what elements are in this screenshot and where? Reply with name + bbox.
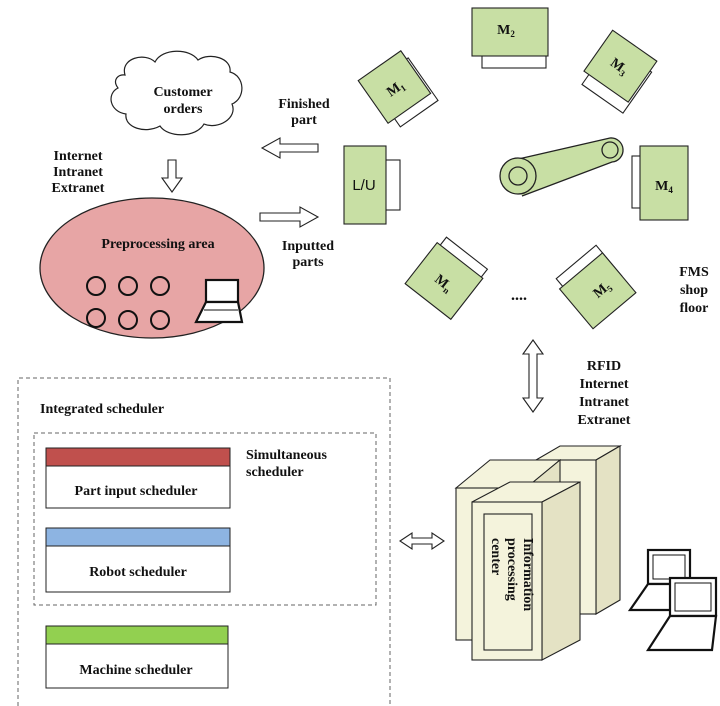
finished-part-line2: part (291, 113, 317, 128)
part-circle (150, 276, 170, 296)
machine-m3-label: M3 (607, 56, 631, 80)
simultaneous-scheduler-line1: Simultaneous (246, 448, 327, 463)
inputted-parts-group: Inputted parts (259, 206, 334, 270)
inputted-parts-line1: Inputted (282, 239, 334, 254)
inputted-parts-line2: parts (292, 255, 324, 270)
network-bottom-extranet: Extranet (578, 413, 631, 428)
finished-part-line1: Finished (278, 97, 330, 112)
network-top-intranet: Intranet (53, 165, 103, 180)
machine-m5: M5 (555, 244, 637, 330)
machine-m5-label: M5 (591, 278, 615, 302)
customer-orders-label-line1: Customer (153, 85, 212, 100)
part-circle (118, 310, 138, 330)
fms-line1: FMS (679, 265, 709, 280)
integrated-scheduler-panel: Integrated scheduler Simultaneous schedu… (17, 377, 391, 706)
machines-ellipsis: .... (511, 287, 527, 304)
network-top-labels: Internet Intranet Extranet (52, 149, 105, 196)
preprocessing-area: Preprocessing area (39, 197, 265, 339)
preprocessing-parts (86, 276, 170, 330)
network-bottom-internet: Internet (580, 377, 629, 392)
part-input-scheduler: Part input scheduler (45, 447, 231, 509)
machine-mn: Mn (404, 236, 489, 321)
part-circle (86, 276, 106, 296)
down-arrow (160, 159, 184, 193)
part-circle (118, 276, 138, 296)
robot-icon (499, 137, 624, 197)
network-bottom-intranet: Intranet (579, 395, 629, 410)
robot-scheduler-label: Robot scheduler (89, 565, 187, 580)
machine-m4-label: M4 (655, 179, 673, 195)
finished-part-arrow (260, 137, 319, 159)
customer-orders-cloud: Customer orders (110, 50, 243, 136)
information-processing-center (454, 445, 623, 661)
info-center-line3: center (488, 538, 503, 575)
network-bottom-labels: RFID Internet Intranet Extranet (578, 359, 631, 428)
part-circle (86, 308, 106, 328)
info-center-line2: processing (504, 538, 519, 601)
load-unload-station: L/U (343, 145, 401, 225)
fms-line2: shop (680, 283, 708, 298)
robot-scheduler: Robot scheduler (45, 527, 231, 593)
machine-scheduler-label: Machine scheduler (79, 663, 192, 678)
finished-part-group: Finished part (260, 97, 330, 159)
laptop-icon (194, 278, 244, 324)
integrated-scheduler-title: Integrated scheduler (40, 402, 164, 417)
info-center-label: Information processing center (488, 538, 535, 611)
fms-line3: floor (680, 301, 709, 316)
load-unload-label: L/U (352, 177, 375, 194)
part-input-scheduler-label: Part input scheduler (75, 484, 198, 499)
info-center-line1: Information (520, 538, 535, 611)
vertical-double-arrow (521, 339, 545, 413)
machine-m3: M3 (581, 29, 658, 114)
machine-m2: M2 (471, 7, 549, 69)
machine-m1: M1 (357, 50, 439, 128)
simultaneous-scheduler-line2: scheduler (246, 465, 304, 480)
laptop-icon (645, 576, 718, 652)
preprocessing-title: Preprocessing area (101, 237, 214, 252)
part-circle (150, 310, 170, 330)
machine-mn-label: Mn (431, 272, 455, 296)
machine-scheduler: Machine scheduler (45, 625, 229, 689)
fms-shop-floor-label: FMS shop floor (679, 265, 709, 316)
simultaneous-scheduler-box (33, 432, 377, 606)
machine-m2-label: M2 (497, 23, 515, 39)
machine-m1-label: M1 (384, 78, 408, 102)
inputted-parts-arrow (259, 206, 320, 228)
network-bottom-rfid: RFID (587, 359, 621, 374)
network-top-extranet: Extranet (52, 181, 105, 196)
machine-m4: M4 (631, 145, 689, 221)
network-top-internet: Internet (54, 149, 103, 164)
horizontal-double-arrow (399, 531, 445, 551)
customer-orders-label-line2: orders (164, 102, 203, 117)
